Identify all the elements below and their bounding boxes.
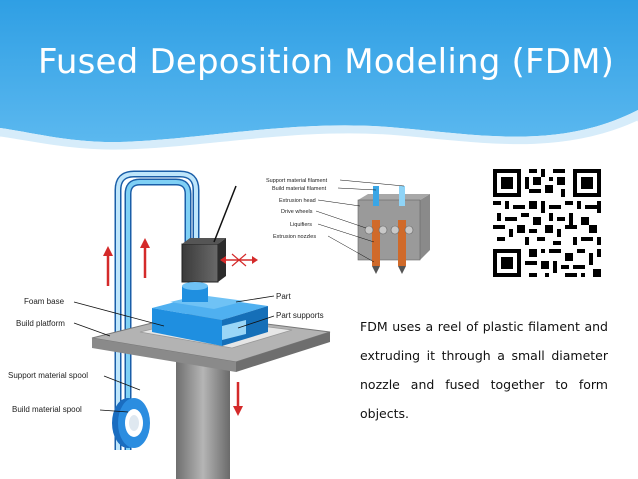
description-text: FDM uses a reel of plastic filament and …	[360, 319, 608, 421]
pointer-arrow	[213, 185, 237, 243]
extrusion-head-inset: Support material filament Build material…	[266, 178, 430, 274]
inset-label-extrusion-nozzles: Extrusion nozzles	[273, 234, 316, 240]
inset-label-drive-wheels: Drive wheels	[281, 209, 313, 215]
slide-title: Fused Deposition Modeling (FDM)	[38, 42, 615, 82]
header-band	[0, 0, 638, 153]
inset-label-liquifiers: Liquifiers	[290, 222, 312, 228]
filament-spool	[112, 398, 150, 448]
label-build-platform: Build platform	[16, 319, 65, 328]
inset-label-build-filament: Build material filament	[272, 186, 327, 192]
label-support-material-spool: Support material spool	[8, 371, 88, 380]
qr-code-icon	[489, 165, 605, 281]
label-part: Part	[276, 292, 291, 301]
fdm-diagram: Foam base Build platform Support materia…	[8, 170, 430, 479]
label-foam-base: Foam base	[24, 297, 65, 306]
filament-loop	[114, 170, 200, 450]
inset-label-support-filament: Support material filament	[266, 178, 328, 184]
label-build-material-spool: Build material spool	[12, 405, 82, 414]
motion-arrows	[103, 238, 258, 416]
inset-label-extrusion-head: Extrusion head	[279, 198, 316, 204]
label-part-supports: Part supports	[276, 311, 324, 320]
part-labels: Part Part supports	[235, 292, 324, 329]
part-model	[152, 282, 268, 346]
left-labels: Foam base Build platform Support materia…	[8, 297, 165, 414]
